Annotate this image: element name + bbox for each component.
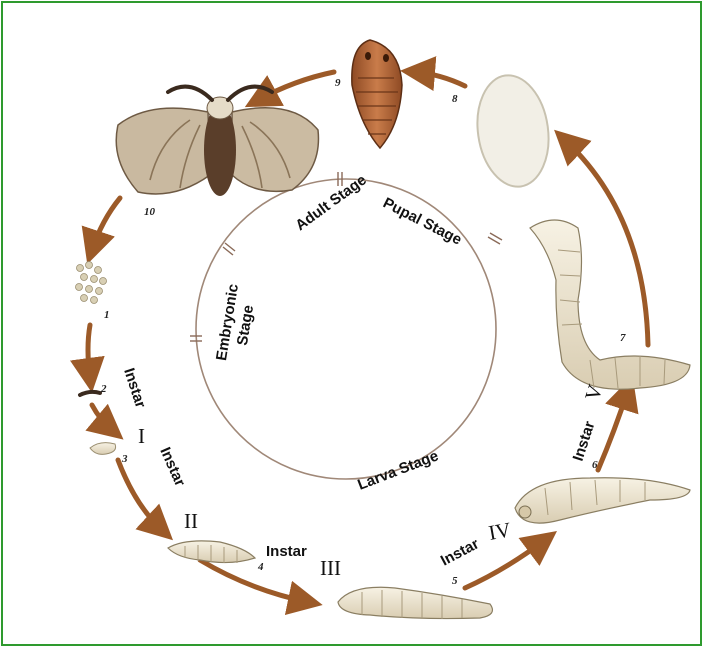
arrow-pupa-to-moth <box>258 72 334 100</box>
pupal-stage-label: Pupal Stage <box>380 194 464 248</box>
step-number-7: 7 <box>620 332 626 344</box>
larva-stage-5-illustration <box>338 587 492 619</box>
instar-4-numeral: IV <box>487 517 513 544</box>
instar-4-label: Instar <box>438 535 482 569</box>
instar-2-numeral: II <box>184 509 198 533</box>
moth-illustration <box>116 87 318 196</box>
arrow-instar3-to-instar4 <box>200 560 308 602</box>
step-number-6: 6 <box>592 459 598 471</box>
pupa-illustration <box>352 40 402 148</box>
larva-stage-6-illustration <box>515 478 690 523</box>
larva-stage-7-spinning-illustration <box>530 220 690 389</box>
step-number-9: 9 <box>335 77 341 89</box>
arrow-eggs-to-instar1 <box>88 325 90 378</box>
instar-1-numeral: I <box>138 424 145 448</box>
step-number-8: 8 <box>452 93 458 105</box>
larva-stage-label: Larva Stage <box>355 447 440 493</box>
larva-stage-3-illustration <box>90 443 116 455</box>
step-number-3: 3 <box>121 453 128 465</box>
instar-2-label: Instar <box>156 445 188 489</box>
larva-stage-4-illustration <box>168 541 255 563</box>
arrow-instar2-to-instar3 <box>118 460 162 530</box>
instar-3-label: Instar <box>266 543 307 560</box>
step-number-2: 2 <box>100 383 107 395</box>
instar-5-label: Instar <box>570 419 599 463</box>
step-number-4: 4 <box>257 561 264 573</box>
arrow-instar1-to-instar2 <box>92 405 112 430</box>
cocoon-illustration <box>471 71 556 192</box>
step-number-5: 5 <box>452 575 458 587</box>
step-number-10: 10 <box>144 206 156 218</box>
step-number-1: 1 <box>104 309 110 321</box>
instar-3-numeral: III <box>320 556 341 580</box>
arrow-moth-to-eggs <box>92 198 120 250</box>
eggs-illustration <box>76 262 107 304</box>
arrow-cocoon-to-pupa <box>415 72 465 86</box>
instar-1-label: Instar <box>120 366 149 410</box>
adult-stage-label: Adult Stage <box>292 171 369 234</box>
larva-stage-2-illustration <box>80 392 100 395</box>
